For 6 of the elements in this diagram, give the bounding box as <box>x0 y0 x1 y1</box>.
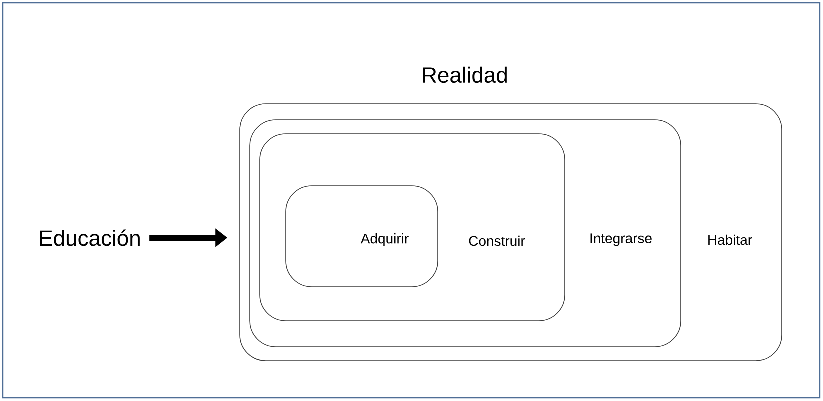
box-label: Habitar <box>708 234 752 246</box>
box-label: Integrarse <box>590 234 652 246</box>
text-label: Educación <box>40 230 140 246</box>
box-label: Adquirir <box>360 233 409 246</box>
heading: Realidad <box>423 66 507 84</box>
box-label: Construir <box>469 236 526 246</box>
